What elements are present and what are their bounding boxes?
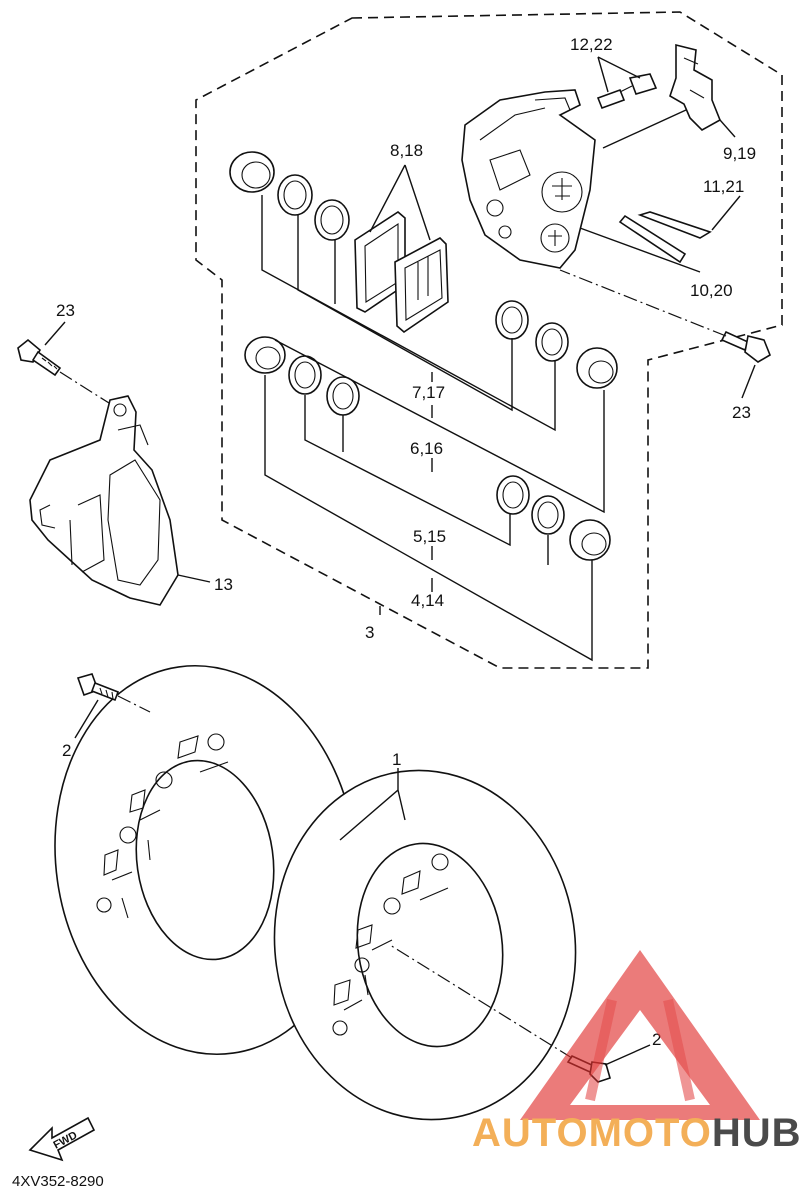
callout-7-17: 7,17 [412, 383, 445, 402]
callout-11-21: 11,21 [703, 177, 744, 196]
bolt-23-left [17, 321, 121, 411]
watermark-hub: HUB [712, 1111, 800, 1155]
fwd-label: FWD [52, 1129, 80, 1151]
callout-9-19: 9,19 [723, 144, 756, 163]
svg-text:AUTOMOTOHUB: AUTOMOTOHUB [472, 1111, 800, 1155]
bolt-2-left [74, 673, 151, 739]
piston-set-right [495, 300, 618, 561]
caliper-left [29, 395, 211, 606]
callout-10-20: 10,20 [690, 281, 733, 300]
callout-8-18: 8,18 [390, 141, 423, 160]
diagram-code: 4XV352-8290 [12, 1173, 104, 1190]
brake-pads [354, 211, 449, 334]
callout-1: 1 [392, 750, 401, 769]
watermark-auto: AUTO [472, 1111, 589, 1155]
brake-disc-right [273, 769, 577, 1121]
callout-2-left: 2 [62, 741, 71, 760]
pad-pin [618, 211, 712, 264]
watermark-triangle-icon [520, 950, 760, 1120]
assembly-boundary [195, 11, 783, 669]
disc-leader [339, 768, 406, 841]
kit-leader-lines [261, 56, 741, 662]
callout-13: 13 [214, 575, 233, 594]
callout-5-15: 5,15 [413, 527, 446, 546]
automotohub-watermark: AUTOMOTOHUB [472, 950, 800, 1155]
callout-12-22: 12,22 [570, 35, 613, 54]
callout-3: 3 [365, 623, 374, 642]
callout-2-right: 2 [652, 1030, 661, 1049]
bleed-screw [596, 73, 658, 110]
callout-23-right: 23 [732, 403, 751, 422]
fwd-arrow-icon: FWD [28, 1116, 96, 1162]
callout-23-left: 23 [56, 301, 75, 320]
callout-4-14: 4,14 [411, 591, 444, 610]
piston-set-lower-left [244, 336, 360, 416]
bolt-23-right [559, 269, 771, 399]
pad-spring [669, 43, 722, 131]
piston-set-upper [229, 151, 350, 241]
watermark-moto: MOTO [589, 1111, 712, 1155]
caliper-right [461, 89, 596, 269]
callout-6-16: 6,16 [410, 439, 443, 458]
